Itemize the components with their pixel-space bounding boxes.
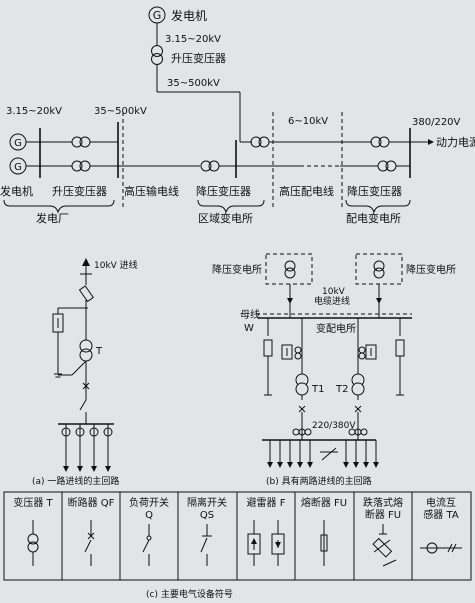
b-substation-left-box [265,253,313,285]
svg-text:Q: Q [145,510,153,521]
svg-text:G: G [14,162,22,173]
label-step-down-2: 降压变压器 [347,184,402,198]
c-cell-arrester: 避雷器 F [247,496,286,509]
c-cell-transformer: 变压器 T [13,496,53,509]
b-substation-left: 降压变电所 [212,263,262,276]
c-cell-breaker: 断路器 QF [68,496,115,509]
group-regional: 区域变电所 [198,211,253,225]
top-generator-label: 发电机 [171,8,207,23]
top-generator-g: G [153,9,162,22]
symbol-fuse [320,520,328,566]
symbol-drop-fuse [372,524,397,567]
b-substation-right: 降压变电所 [406,263,456,276]
symbol-breaker [84,520,95,566]
dist-voltage: 6~10kV [288,116,328,127]
svg-text:断器 FU: 断器 FU [365,508,401,521]
label-hv-dist: 高压配电线 [279,184,334,198]
symbol-transformer [27,520,39,566]
c-cell-isolator: 隔离开关 [187,496,227,509]
a-transformer-label: T [95,346,103,357]
label-step-up: 升压变压器 [52,184,107,198]
panel-b-dual-feed: 降压变电所 降压变电所 10kV 电缆进线 母线 W 变配电所 [212,253,456,487]
left-voltage-gen: 3.15~20kV [6,106,62,117]
svg-text:感器 TA: 感器 TA [423,508,459,521]
top-transformer-coil-1 [151,45,163,57]
b-station-label: 变配电所 [316,322,356,335]
label-generator: 发电机 [0,184,33,198]
b-t1-label: T1 [311,384,324,395]
c-cell-load-switch: 负荷开关 [129,496,169,509]
c-cell-fuse: 熔断器 FU [301,496,347,509]
c-cell-drop-fuse: 跌落式熔 [363,496,403,509]
b-t2-label: T2 [335,384,348,395]
svg-text:QS: QS [200,510,214,521]
b-substation-right-box [355,253,403,285]
symbol-isolator [200,524,212,566]
panel-a-single-feed: 10kV 进线 T [32,258,138,487]
symbol-arrester [247,520,285,566]
symbol-load-switch [142,524,152,566]
symbol-current-transformer [420,542,462,554]
top-transformer-coil-2 [151,53,163,65]
mid-transformer-coil-1 [250,136,262,148]
left-voltage-hv: 35~500kV [94,106,147,117]
a-incoming-label: 10kV 进线 [94,259,138,271]
power-load-label: 动力电源 [436,135,475,149]
top-power-system: G 发电机 3.15~20kV 升压变压器 35~500kV 动力电源 380/… [0,6,475,225]
b-cable-in-2: 电缆进线 [314,295,350,307]
panel-c-symbols: 变压器 T 断路器 QF 负荷开关 Q 隔离开关 QS 避雷器 F 熔断器 FU… [3,491,472,600]
label-step-down-1: 降压变压器 [196,184,251,198]
a-caption: (a) 一路进线的主回路 [32,475,119,487]
b-bus-label-1: 母线 [240,308,260,321]
b-lv-label: 220/380V [312,421,356,431]
svg-text:G: G [14,138,22,149]
load-voltage: 380/220V [412,117,461,128]
top-step-up-label: 升压变压器 [171,51,226,65]
label-hv-line: 高压输电线 [124,184,179,198]
c-cell-ct: 电流互 [426,496,456,509]
b-caption: (b) 具有两路进线的主回路 [266,475,372,487]
group-plant: 发电厂 [36,211,69,225]
b-cable-in-1: 10kV [322,287,346,297]
c-caption: (c) 主要电气设备符号 [146,588,233,600]
top-voltage-gen: 3.15~20kV [165,34,221,45]
b-bus-label-2: W [244,323,254,334]
group-distribution: 配电变电所 [346,211,401,225]
top-voltage-hv: 35~500kV [167,78,220,89]
